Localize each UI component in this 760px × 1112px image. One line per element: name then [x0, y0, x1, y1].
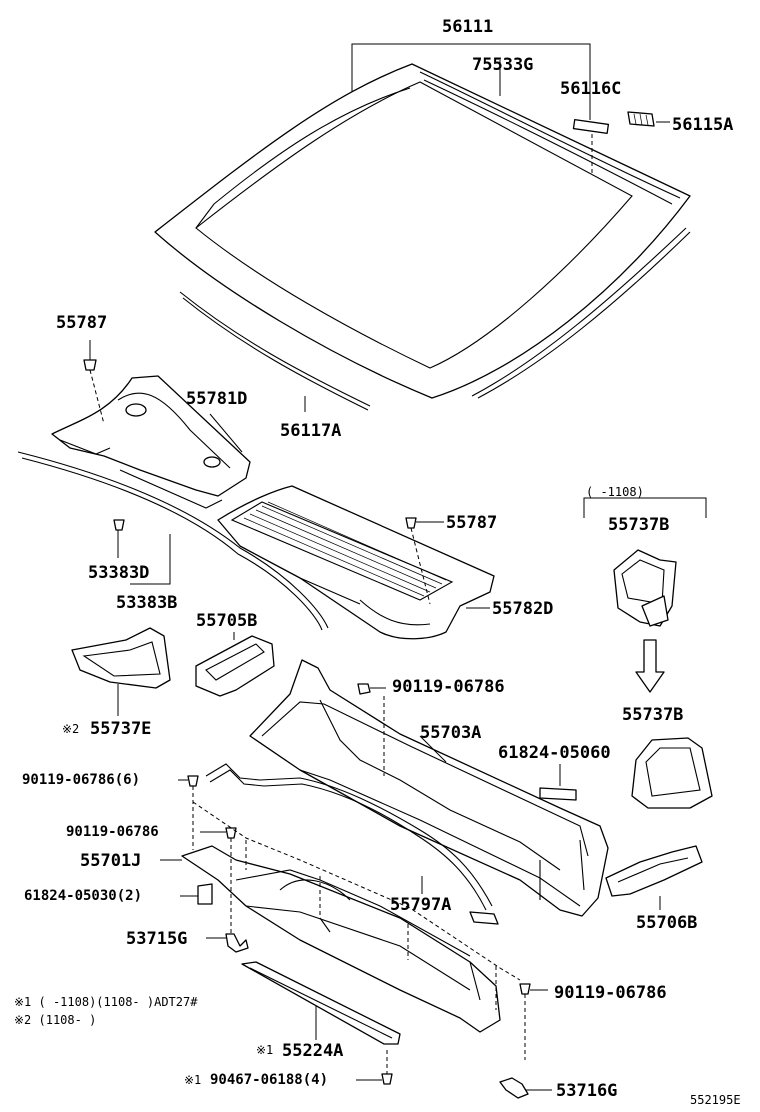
label-90119-left-6: 90119-06786(6)	[22, 772, 140, 788]
brace-55224A	[241, 961, 401, 1045]
diagram-id: 552195E	[690, 1093, 741, 1107]
label-55224A: 55224A	[282, 1041, 343, 1061]
cowl-side-55781D	[51, 375, 251, 509]
footnote-1: ※1 ( -1108)(1108- )ADT27#	[14, 995, 198, 1009]
label-55781D: 55781D	[186, 389, 247, 409]
label-55782D: 55782D	[492, 599, 553, 619]
label-55705B: 55705B	[196, 611, 257, 631]
footnote-2: ※2 (1108- )	[14, 1013, 96, 1027]
part-55737E	[71, 627, 171, 716]
label-55737E-mark: ※2	[62, 722, 79, 736]
label-56117A: 56117A	[280, 421, 341, 441]
label-90119-right: 90119-06786	[554, 983, 667, 1003]
label-61824-05030: 61824-05030(2)	[24, 888, 142, 904]
label-56116C: 56116C	[560, 79, 621, 99]
label-53715G: 53715G	[126, 929, 187, 949]
label-55737B-top: 55737B	[608, 515, 669, 535]
part-55737B-bottom	[631, 737, 713, 809]
label-55706B: 55706B	[636, 913, 697, 933]
label-53383B: 53383B	[116, 593, 177, 613]
label-55737B-bottom: 55737B	[622, 705, 683, 725]
lower-panel-55701J	[181, 845, 501, 1033]
label-55703A: 55703A	[420, 723, 481, 743]
part-55737B-top	[613, 549, 677, 627]
label-75533G: 75533G	[472, 55, 533, 75]
part-55706B	[605, 845, 703, 910]
cowl-panel-55703A	[249, 659, 609, 917]
windshield-glass	[154, 63, 691, 399]
label-55224A-mark: ※1	[256, 1043, 273, 1057]
label-56115A: 56115A	[672, 115, 733, 135]
clip-56115A	[627, 111, 655, 127]
label-55737E: 55737E	[90, 719, 151, 739]
label-90119-top: 90119-06786	[392, 677, 505, 697]
label-53383D: 53383D	[88, 563, 149, 583]
label-55797A: 55797A	[390, 895, 451, 915]
label-55787-mid: 55787	[446, 513, 497, 533]
label-90119-left: 90119-06786	[66, 824, 159, 840]
label-56111: 56111	[442, 17, 493, 37]
label-53716G: 53716G	[556, 1081, 617, 1101]
label-range-note: ( -1108)	[586, 485, 644, 499]
label-61824-05060: 61824-05060	[498, 743, 611, 763]
label-90467-mark: ※1	[184, 1073, 201, 1087]
cowl-vent-55782D	[217, 485, 495, 640]
bracket-55705B	[195, 632, 275, 697]
label-55787-top: 55787	[56, 313, 107, 333]
label-55701J: 55701J	[80, 851, 141, 871]
label-90467: 90467-06188(4)	[210, 1072, 328, 1088]
